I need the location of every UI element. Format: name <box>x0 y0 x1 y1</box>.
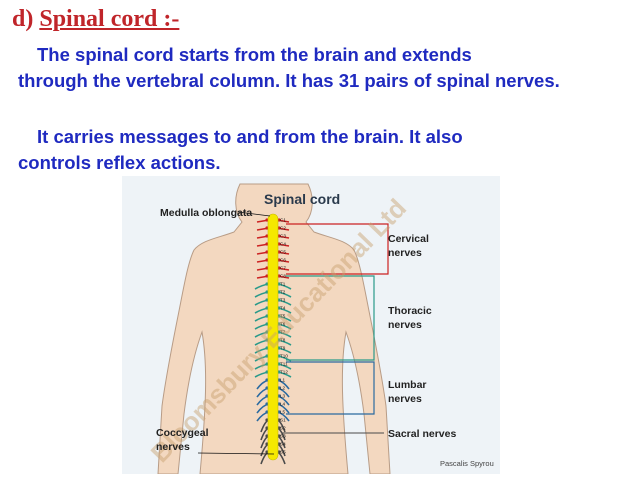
label-thoracic-1: Thoracic <box>388 305 432 317</box>
segment-label-c1: C1 <box>280 218 286 223</box>
segment-label-t3: T3 <box>280 298 286 303</box>
paragraph-1-first-line: The spinal cord starts from the brain an… <box>37 44 472 65</box>
coccygeal-pointer <box>197 452 275 455</box>
segment-label-t6: T6 <box>280 322 286 327</box>
segment-label-t1: T1 <box>280 282 286 287</box>
segment-label-l4: L4 <box>280 402 286 407</box>
segment-label-l3: L3 <box>280 394 286 399</box>
spinal-cord-svg: C1C2C3C4C5C6C7C8T1T2T3T4T5T6T7T8T9T10T11… <box>145 183 494 474</box>
segment-label-c8: C8 <box>280 274 286 279</box>
paragraph-1: The spinal cord starts from the brain an… <box>18 42 628 94</box>
segment-label-s3: S3 <box>280 434 286 439</box>
segment-label-c5: C5 <box>280 250 286 255</box>
paragraph-1-rest: through the vertebral column. It has 31 … <box>18 70 560 91</box>
label-coccygeal-2: nerves <box>156 441 190 453</box>
segment-label-t11: T11 <box>280 362 288 367</box>
thoracic-bracket <box>286 275 375 361</box>
segment-label-c4: C4 <box>280 242 286 247</box>
segment-label-s5: S5 <box>280 450 286 455</box>
figure-title: Spinal cord <box>264 191 340 207</box>
label-cervical-2: nerves <box>388 247 422 259</box>
label-lumbar-1: Lumbar <box>388 379 427 391</box>
segment-label-t10: T10 <box>280 354 288 359</box>
label-coccygeal-1: Coccygeal <box>156 427 209 439</box>
figure-credit: Pascalis Spyrou <box>440 459 494 468</box>
label-medulla: Medulla oblongata <box>160 207 252 219</box>
segment-label-c3: C3 <box>280 234 286 239</box>
spinal-cord <box>267 213 279 461</box>
paragraph-2-rest: controls reflex actions. <box>18 152 221 173</box>
segment-label-s1: S1 <box>280 418 286 423</box>
medulla-pointer <box>237 211 271 217</box>
lumbar-bracket <box>286 361 375 415</box>
segment-label-t4: T4 <box>280 306 286 311</box>
segment-label-l1: L1 <box>280 378 286 383</box>
paragraph-2: It carries messages to and from the brai… <box>18 124 628 176</box>
label-thoracic-2: nerves <box>388 319 422 331</box>
segment-label-c7: C7 <box>280 266 286 271</box>
segment-label-t7: T7 <box>280 330 286 335</box>
segment-label-s4: S4 <box>280 442 286 447</box>
paragraph-2-first-line: It carries messages to and from the brai… <box>37 126 463 147</box>
label-cervical-1: Cervical <box>388 233 429 245</box>
label-sacral: Sacral nerves <box>388 428 456 440</box>
heading-prefix: d) <box>12 6 40 32</box>
segment-label-t2: T2 <box>280 290 286 295</box>
segment-label-c2: C2 <box>280 226 286 231</box>
segment-label-s2: S2 <box>280 426 286 431</box>
label-lumbar-2: nerves <box>388 393 422 405</box>
segment-label-t5: T5 <box>280 314 286 319</box>
segment-label-t8: T8 <box>280 338 286 343</box>
segment-label-l2: L2 <box>280 386 286 391</box>
slide-heading: d) Spinal cord :- <box>12 6 179 33</box>
segment-label-t12: T12 <box>280 370 288 375</box>
heading-title: Spinal cord :- <box>39 6 180 32</box>
segment-label-c6: C6 <box>280 258 286 263</box>
cervical-bracket <box>286 223 389 275</box>
segment-label-l5: L5 <box>280 410 286 415</box>
segment-label-t9: T9 <box>280 346 286 351</box>
